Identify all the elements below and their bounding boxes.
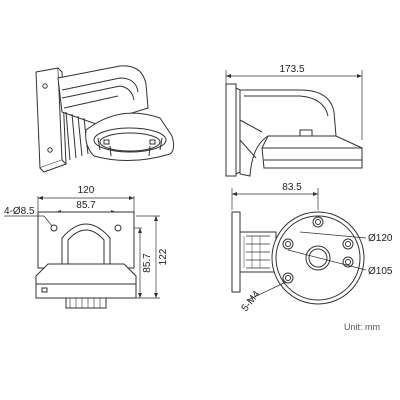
dim-front-height-inner: 85.7 [142,253,153,273]
dim-front-height: 122 [158,248,169,265]
bottom-view [231,188,367,305]
front-view [4,196,160,309]
dim-bottom-screw-label: 5-M4 [240,289,263,314]
side-view [225,70,363,177]
dim-front-hole-label: 4-Ø8.5 [4,206,35,217]
dim-front-hole-spacing: 85.7 [76,200,96,211]
dim-bottom-bolt-circle: Ø105 [368,266,393,277]
dim-bottom-outer-dia: Ø120 [368,233,393,244]
dim-side-length: 173.5 [279,64,304,75]
dim-front-width: 120 [78,185,95,196]
unit-label: Unit: mm [344,322,380,332]
side-cap [261,135,363,169]
isometric-view [35,65,175,173]
side-wall-plate [225,83,237,177]
dim-bottom-offset: 83.5 [282,182,302,193]
bottom-wall-plate [231,211,241,293]
front-cap [35,263,137,299]
front-arm [61,223,111,269]
